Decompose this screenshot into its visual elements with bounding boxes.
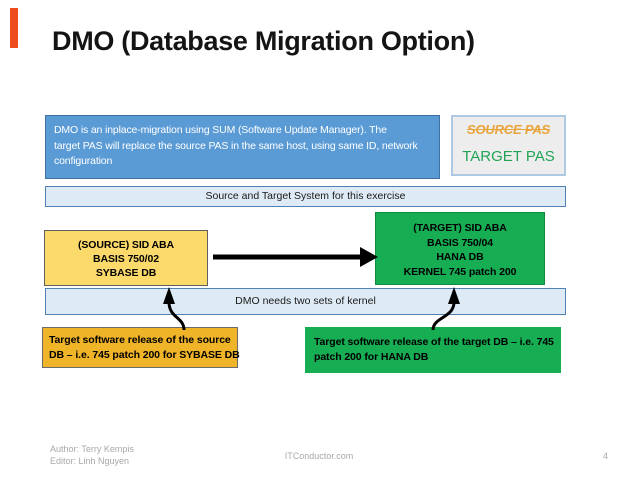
dmo-description-line: target PAS will replace the source PAS i…: [54, 139, 418, 152]
footer-author-line: Author: Terry Kempis: [50, 444, 134, 454]
source-pas-label: SOURCE PAS: [467, 122, 550, 137]
kernel-source-box: Target software release of the source DB…: [42, 327, 240, 368]
dmo-description-line: DMO is an inplace-migration using SUM (S…: [54, 124, 387, 136]
target-system-line: BASIS 750/04: [427, 236, 493, 249]
migration-arrow: [213, 247, 378, 267]
footer-page-number: 4: [602, 451, 608, 461]
kernel-target-box: Target software release of the target DB…: [305, 327, 561, 373]
footer-editor-line: Editor: Linh Nguyen: [50, 456, 130, 466]
target-system-line: (TARGET) SID ABA: [413, 222, 507, 234]
kernel-target-line: patch 200 for HANA DB: [314, 351, 429, 363]
source-system-line: (SOURCE) SID ABA: [77, 239, 174, 251]
kernel-target-line: Target software release of the target DB…: [314, 336, 554, 348]
footer-site: ITConductor.com: [284, 451, 354, 461]
banner-source-target-exercise: Source and Target System for this exerci…: [45, 186, 566, 207]
kernel-source-line: Target software release of the source: [49, 334, 231, 346]
source-system-line: SYBASE DB: [95, 267, 157, 279]
slide-title: DMO (Database Migration Option): [52, 26, 475, 56]
dmo-description-line: configuration: [54, 155, 113, 167]
pas-status-box: SOURCE PAS TARGET PAS: [451, 115, 566, 176]
source-system-box: (SOURCE) SID ABA BASIS 750/02 SYBASE DB: [44, 230, 208, 286]
slide-accent-bar: [10, 8, 18, 48]
target-system-line: HANA DB: [436, 251, 484, 263]
banner-dmo-kernel: DMO needs two sets of kernel: [45, 288, 566, 315]
source-system-line: BASIS 750/02: [93, 253, 159, 265]
dmo-description-box: DMO is an inplace-migration using SUM (S…: [45, 115, 440, 179]
target-system-box: (TARGET) SID ABA BASIS 750/04 HANA DB KE…: [375, 212, 545, 285]
kernel-source-line: DB – i.e. 745 patch 200 for SYBASE DB: [49, 349, 240, 361]
target-system-line: KERNEL 745 patch 200: [403, 265, 517, 278]
footer-author-block: Author: Terry Kempis Editor: Linh Nguyen: [50, 443, 134, 467]
target-pas-label: TARGET PAS: [462, 148, 555, 165]
